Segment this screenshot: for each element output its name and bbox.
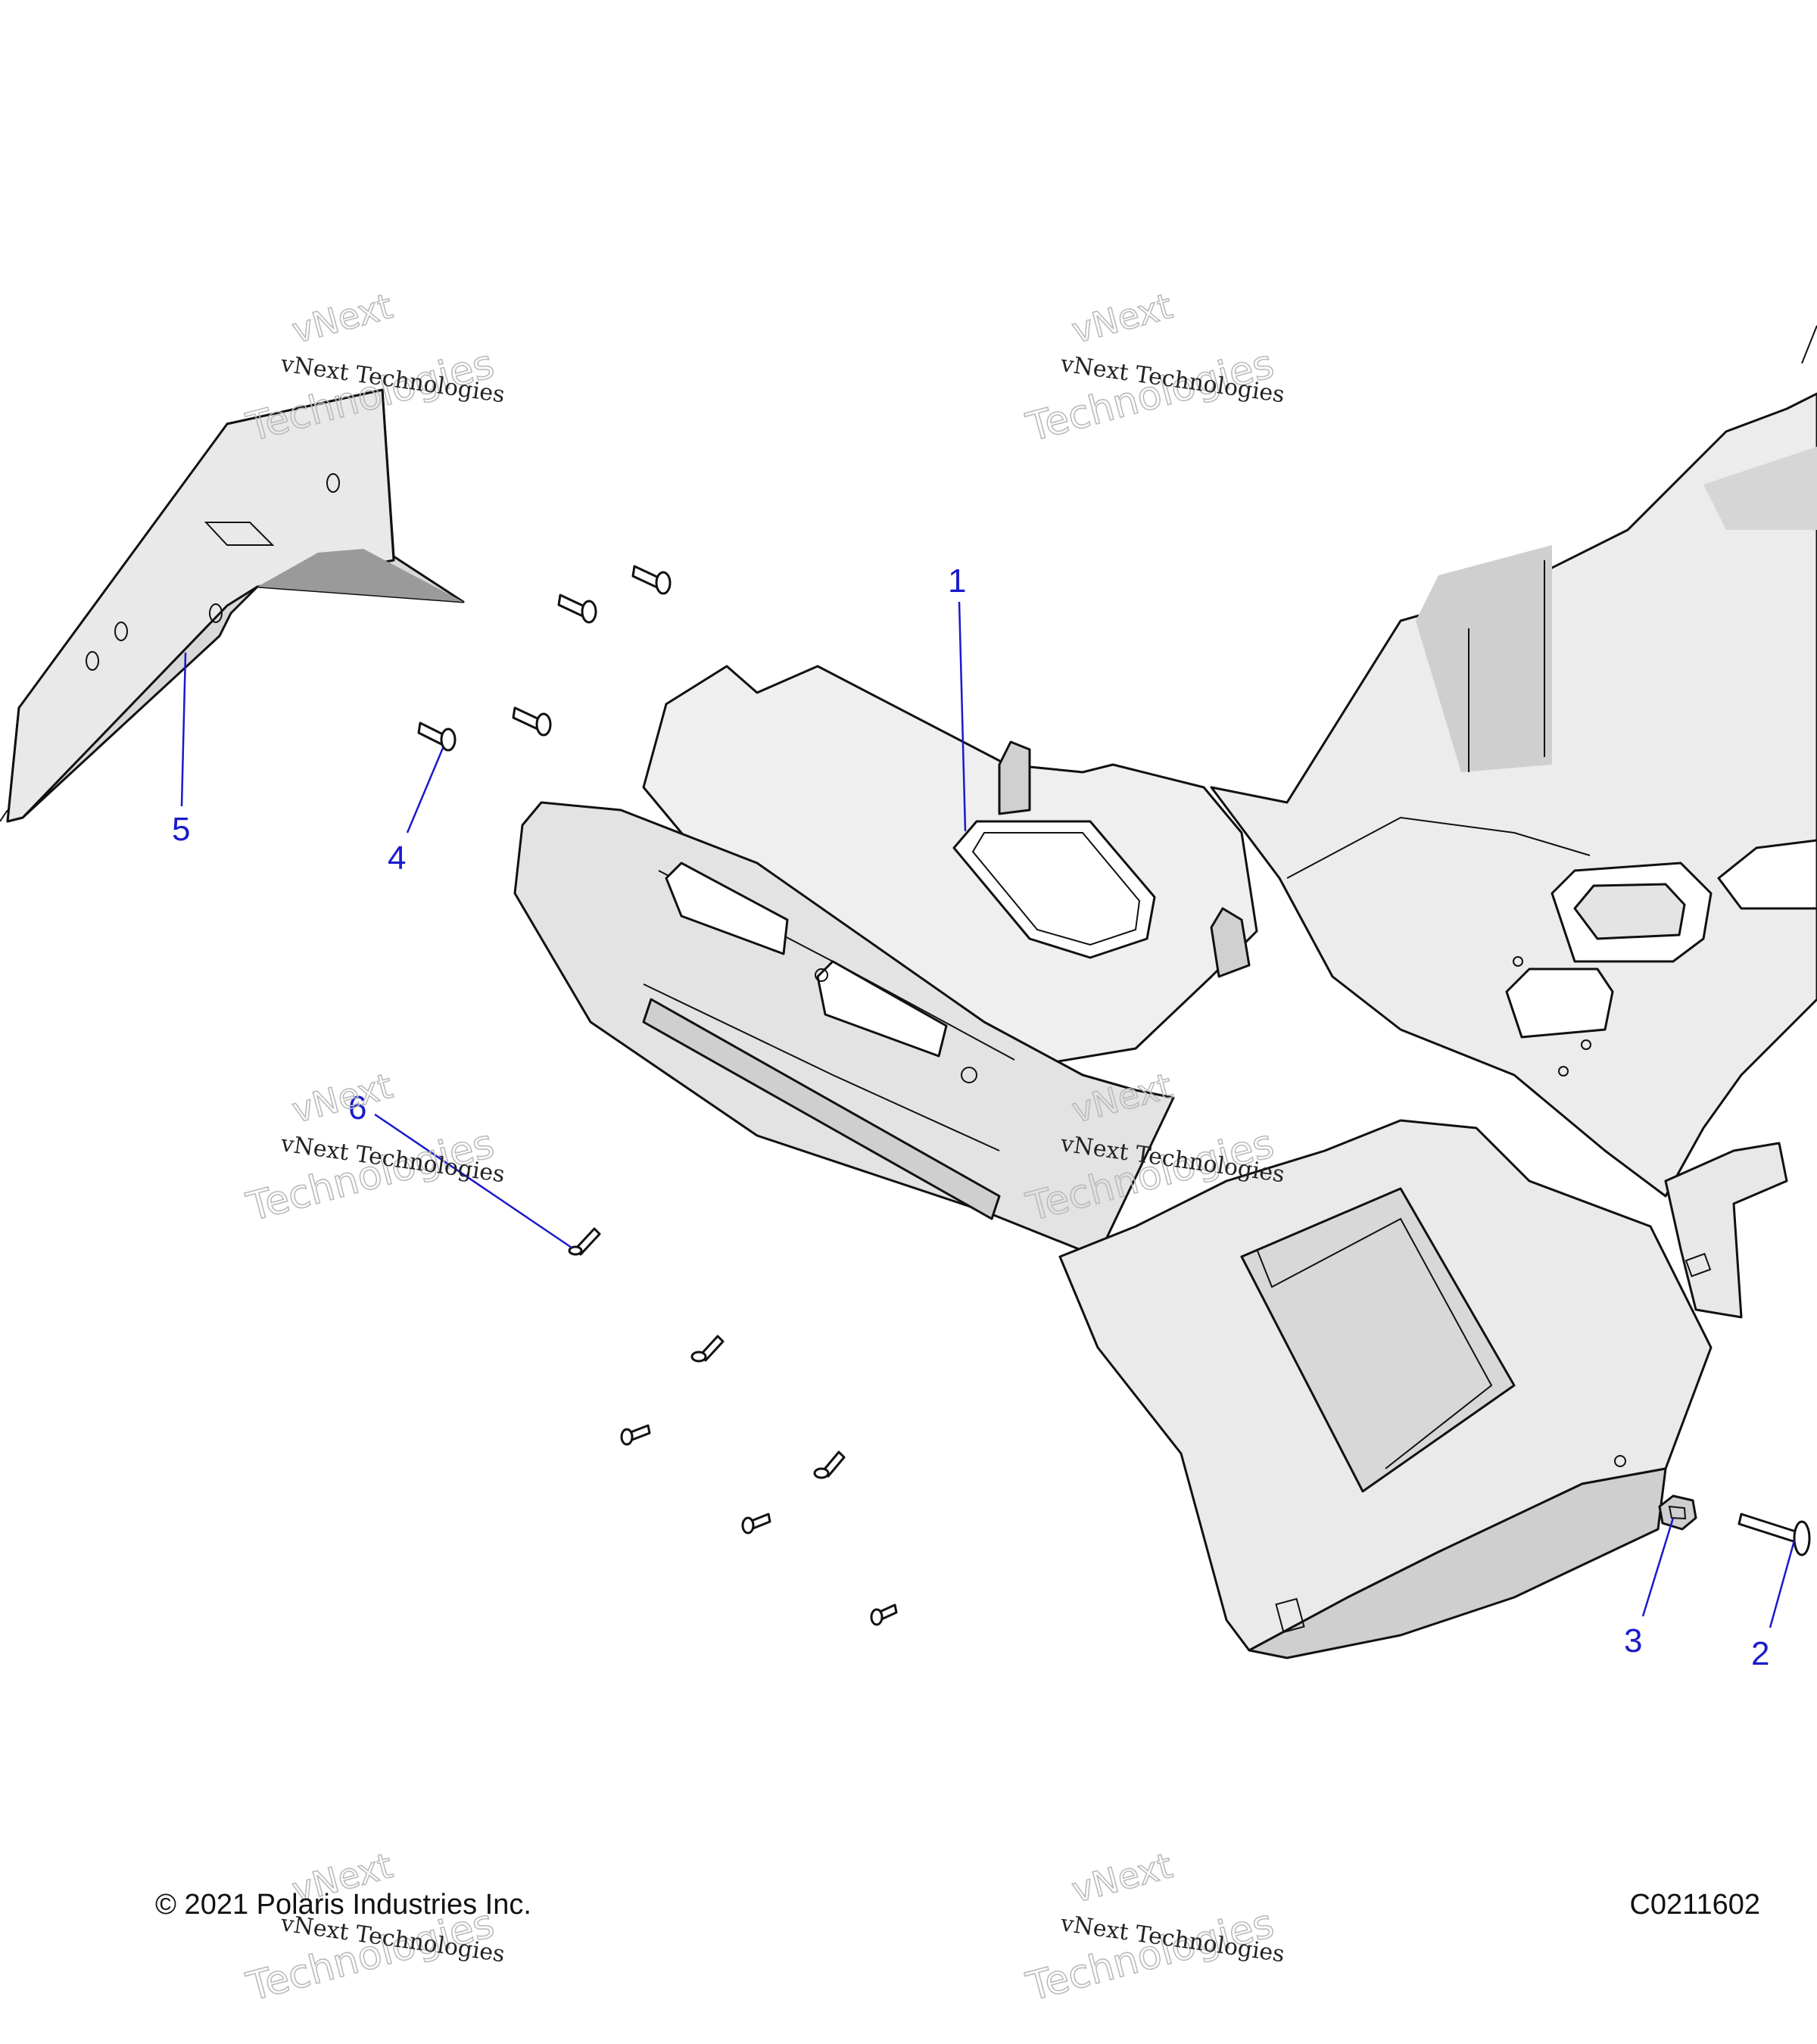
screw-upper-2 xyxy=(557,594,597,624)
svg-text:vNext: vNext xyxy=(1067,1845,1177,1911)
svg-text:vNext: vNext xyxy=(1067,285,1177,351)
footer: © 2021 Polaris Industries Inc. C0211602 xyxy=(155,1889,1760,1921)
watermark-2: vNext Technologies vNext Technologies xyxy=(1021,285,1286,451)
screw-upper-1 xyxy=(631,565,672,595)
callout-3: 3 xyxy=(1624,1622,1642,1659)
leader-6 xyxy=(374,1113,572,1249)
rivet-5 xyxy=(741,1513,771,1535)
callouts: 1 2 3 4 5 6 xyxy=(172,562,1769,1672)
callout-4: 4 xyxy=(388,840,406,877)
callout-1: 1 xyxy=(948,562,966,600)
rivet-4 xyxy=(813,1450,846,1479)
leader-lines xyxy=(180,601,1796,1628)
leader-4 xyxy=(406,747,444,833)
leader-5 xyxy=(180,652,187,807)
nut-part-3 xyxy=(1658,1494,1697,1531)
svg-text:vNext: vNext xyxy=(288,1065,397,1131)
watermark-3: vNext Technologies vNext Technologies xyxy=(242,1064,506,1231)
leader-2 xyxy=(1769,1540,1796,1628)
figure-code: C0211602 xyxy=(1629,1889,1760,1921)
rivet-3 xyxy=(620,1424,651,1446)
svg-text:vNext: vNext xyxy=(288,285,397,351)
callout-5: 5 xyxy=(172,811,190,848)
copyright-text: © 2021 Polaris Industries Inc. xyxy=(155,1889,531,1921)
screw-upper-3 xyxy=(512,706,552,737)
leader-3 xyxy=(1641,1517,1675,1617)
callout-6: 6 xyxy=(348,1089,366,1126)
callout-2: 2 xyxy=(1751,1635,1769,1672)
leader-1 xyxy=(958,601,967,832)
part-5-side-panel xyxy=(0,388,465,823)
part-1-floor-assembly xyxy=(513,325,1817,1659)
bolt-part-2 xyxy=(1738,1513,1811,1556)
watermark-6: vNext Technologies vNext Technologies xyxy=(1021,1844,1286,2011)
watermarks: vNext Technologies vNext Technologies vN… xyxy=(242,285,1286,2011)
screw-part-4 xyxy=(417,721,457,752)
rivet-2 xyxy=(690,1335,725,1363)
fasteners xyxy=(417,565,1811,1626)
rivet-6 xyxy=(870,1603,898,1626)
rivet-part-6 xyxy=(568,1227,601,1256)
watermark-5: vNext Technologies vNext Technologies xyxy=(242,1844,506,2011)
